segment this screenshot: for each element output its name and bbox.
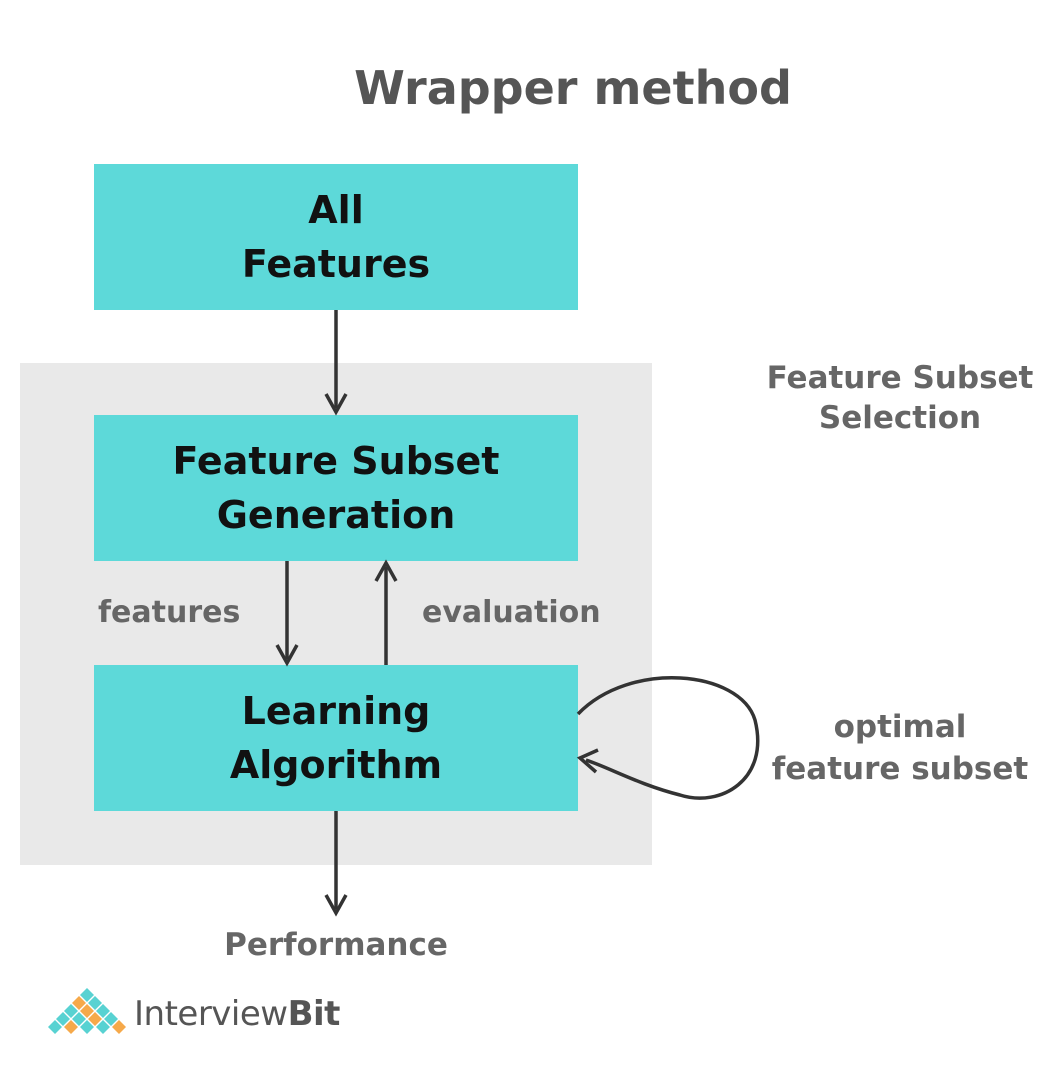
subset-generation-label-line1: Feature Subset: [172, 439, 500, 483]
feature-subset-selection-label: Feature Subset Selection: [740, 358, 1054, 438]
optimal-label-line2: feature subset: [771, 751, 1029, 787]
arrowhead-features: [275, 644, 299, 667]
interviewbit-logo: InterviewBit: [42, 986, 362, 1042]
learning-algorithm-box: Learning Algorithm: [94, 665, 578, 811]
arrow-optimal-loop: [576, 676, 760, 800]
diagram-title: Wrapper method: [354, 61, 792, 115]
features-edge-label: features: [98, 595, 241, 630]
evaluation-edge-label: evaluation: [422, 595, 601, 630]
all-features-label-line1: All: [308, 188, 364, 232]
optimal-feature-subset-label: optimal feature subset: [760, 706, 1040, 790]
logo-wordmark-interview: Interview: [134, 994, 288, 1034]
all-features-box: All Features: [94, 164, 578, 310]
logo-wordmark-bit: Bit: [287, 994, 341, 1034]
optimal-label-line1: optimal: [833, 709, 967, 745]
learning-algorithm-label-line1: Learning: [241, 689, 431, 733]
all-features-label-line2: Features: [241, 242, 431, 286]
arrowhead-evaluation: [374, 559, 398, 582]
arrowhead-optimal-loop: [576, 748, 599, 774]
diamond-grid-logo-icon: [48, 988, 126, 1034]
performance-label: Performance: [224, 927, 448, 963]
logo-wordmark: InterviewBit: [134, 992, 340, 1036]
arrowhead-performance: [324, 894, 348, 917]
subset-generation-label-line2: Generation: [216, 493, 456, 537]
feature-subset-generation-box: Feature Subset Generation: [94, 415, 578, 561]
subset-selection-label-line2: Selection: [818, 400, 982, 436]
subset-selection-label-line1: Feature Subset: [766, 360, 1034, 396]
learning-algorithm-label-line2: Algorithm: [229, 743, 443, 787]
arrowhead-all-to-generation: [324, 393, 348, 416]
